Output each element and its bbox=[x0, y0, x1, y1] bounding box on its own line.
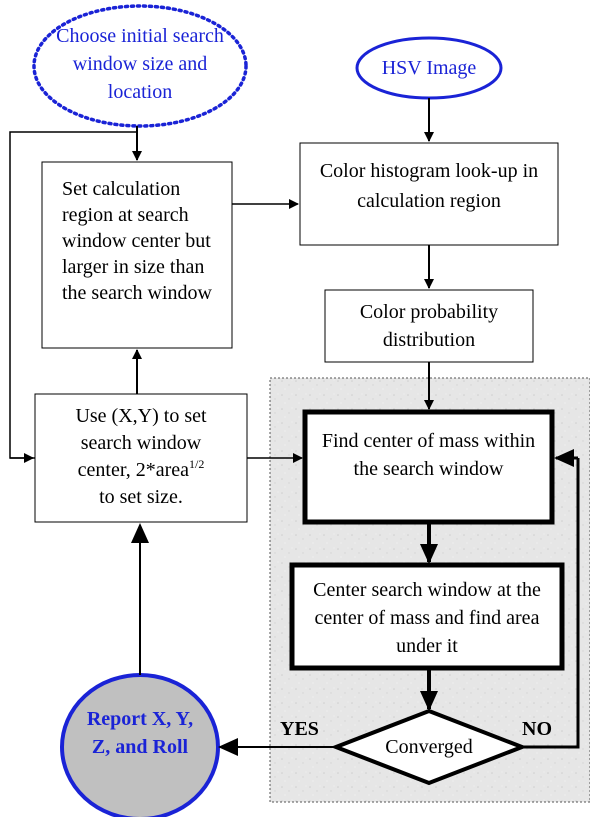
use-xy-line3-text: center, 2*area bbox=[77, 459, 189, 481]
use-xy-box bbox=[34, 393, 248, 523]
set-calc-region-box bbox=[41, 161, 233, 349]
use-xy-line1: Use (X,Y) to set bbox=[75, 405, 207, 427]
no-label: NO bbox=[522, 718, 552, 740]
hsv-image-label: HSV Image bbox=[381, 57, 477, 79]
yes-label: YES bbox=[280, 718, 319, 740]
use-xy-line3-sup: 1/2 bbox=[189, 457, 205, 471]
center-window-label: Center search window at the center of ma… bbox=[313, 579, 541, 657]
probability-label: Color probability distribution bbox=[359, 301, 499, 351]
choose-initial-label: Choose initial search window size and lo… bbox=[56, 25, 224, 103]
center-window-box bbox=[289, 562, 565, 671]
use-xy-line2: search window bbox=[80, 432, 202, 454]
choose-initial-ellipse bbox=[32, 4, 248, 128]
histogram-lookup-box bbox=[299, 142, 559, 246]
find-center-label: Find center of mass within the search wi… bbox=[321, 430, 536, 480]
use-xy-line3: center, 2*area1/2 bbox=[35, 457, 247, 484]
use-xy-label: Use (X,Y) to set search window center, 2… bbox=[35, 403, 247, 511]
histogram-lookup-label: Color histogram look-up in calculation r… bbox=[319, 160, 539, 212]
use-xy-line4: to set size. bbox=[99, 486, 183, 508]
arrow-no-loop bbox=[522, 458, 580, 749]
set-calc-region-label: Set calculation region at search window … bbox=[62, 178, 212, 304]
find-center-box bbox=[302, 409, 555, 525]
converged-diamond bbox=[330, 708, 528, 786]
report-label: Report X, Y, Z, and Roll bbox=[86, 708, 194, 758]
converged-label: Converged bbox=[385, 736, 473, 758]
